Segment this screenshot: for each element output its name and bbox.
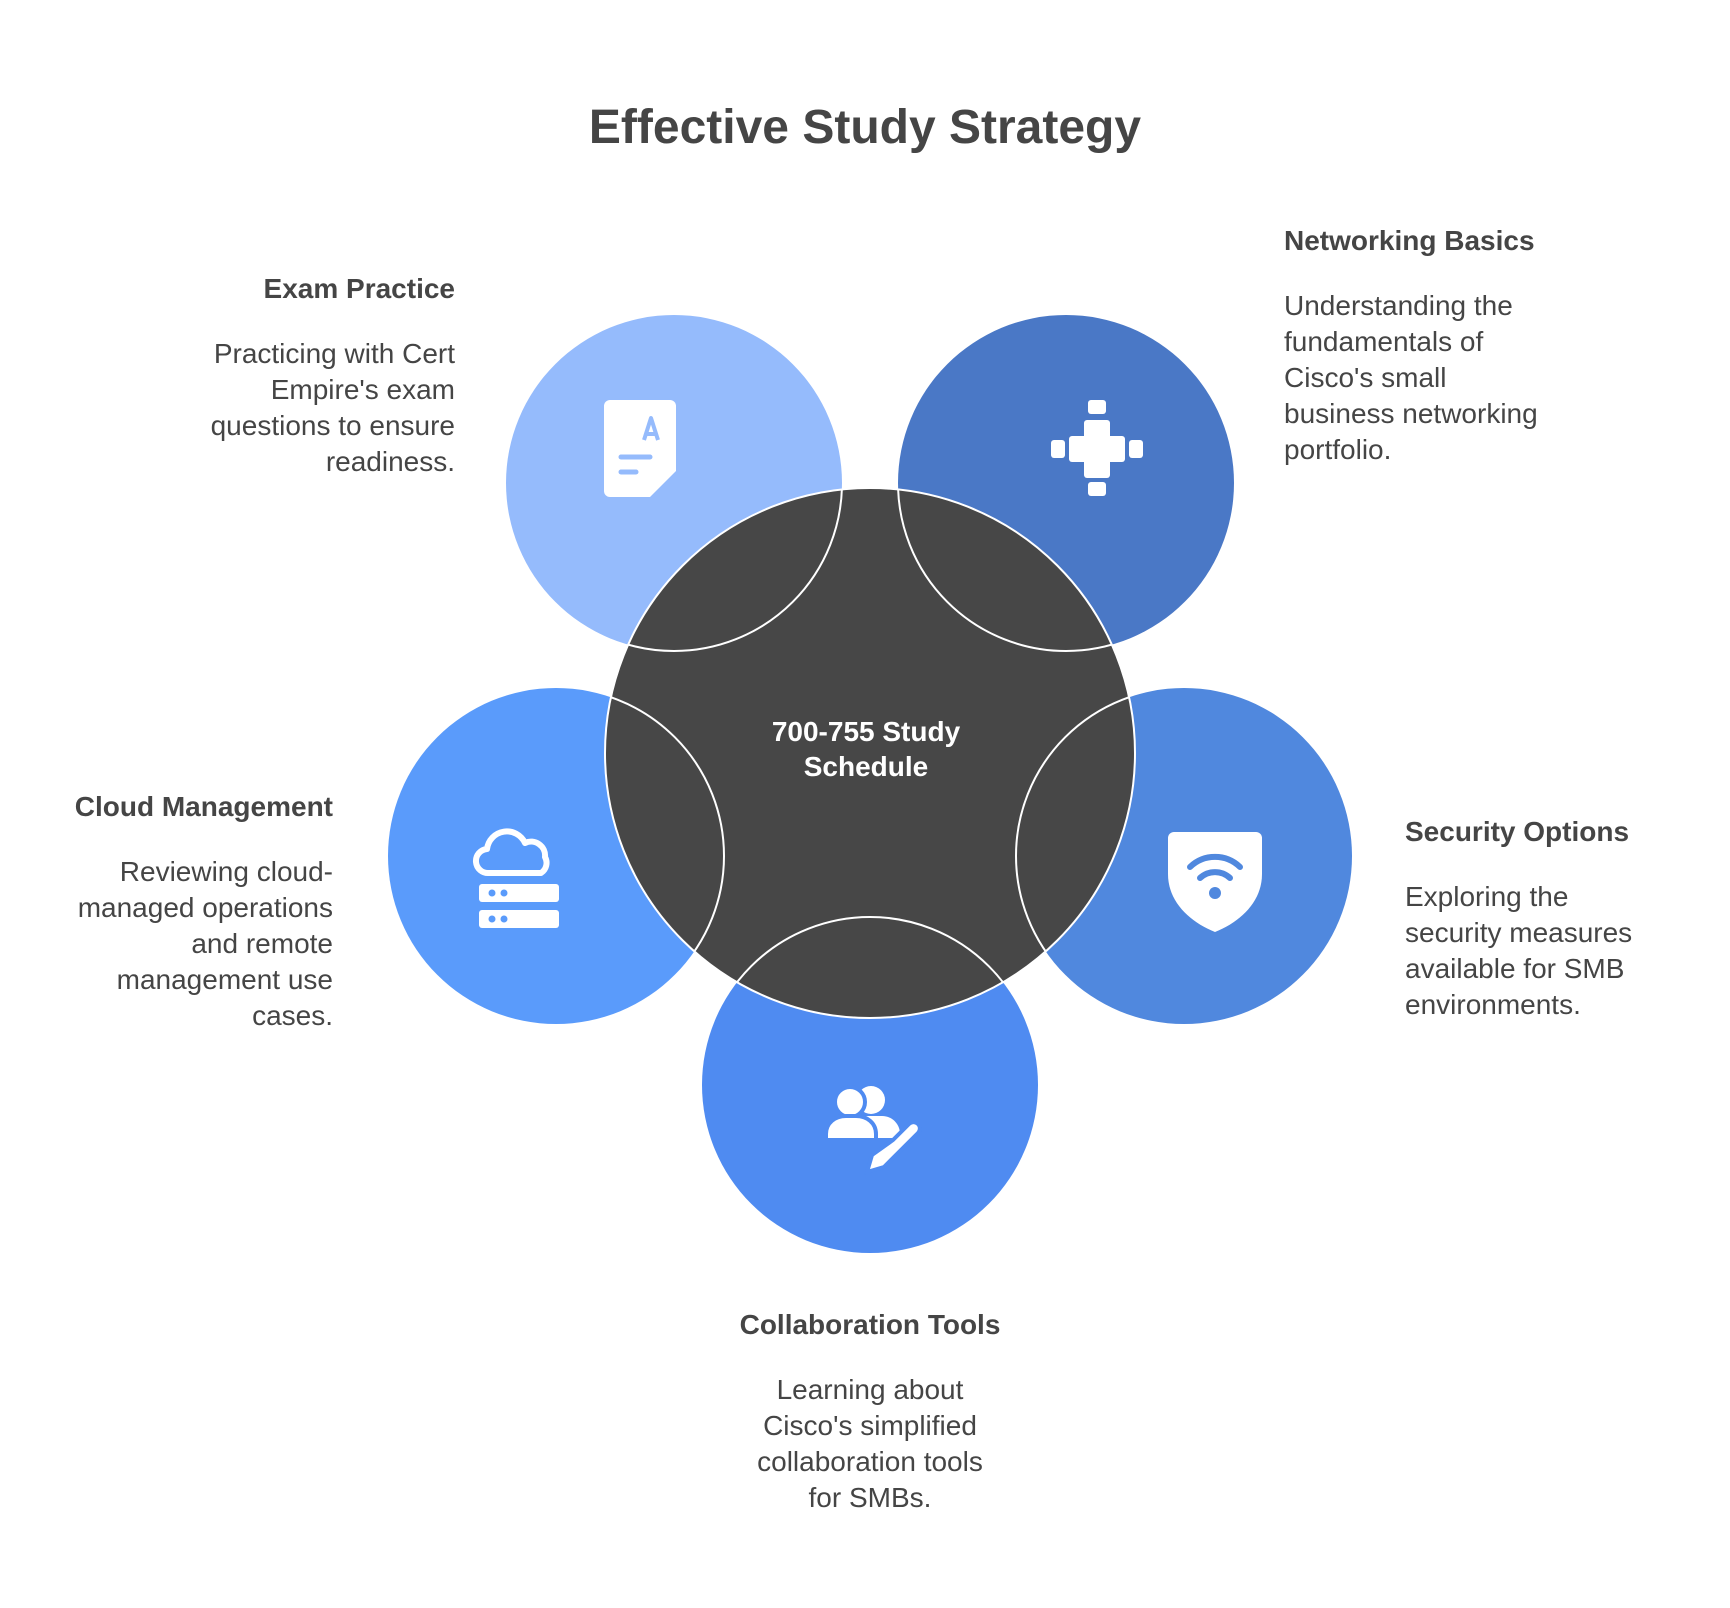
security-options-label: Security Options Exploring the security …: [1405, 815, 1690, 1023]
cloud-management-desc-line: management use: [116, 964, 333, 995]
exam-practice-desc-line: questions to ensure: [210, 410, 455, 441]
center-circle: [605, 488, 1135, 1018]
collaboration-tools-desc-line: Learning about: [776, 1374, 964, 1405]
collaboration-tools-description: Learning about Cisco's simplified collab…: [720, 1372, 1020, 1516]
network-nodes-icon: [1051, 400, 1143, 496]
security-options-description: Exploring the security measures availabl…: [1405, 879, 1690, 1023]
center-label-line1: 700-755 Study: [772, 716, 961, 747]
networking-basics-desc-line: fundamentals of: [1284, 326, 1484, 357]
shield-wifi-icon: [1168, 832, 1262, 932]
security-options-desc-line: available for SMB: [1405, 953, 1625, 984]
page-title: Effective Study Strategy: [588, 101, 1142, 154]
networking-basics-desc-line: business networking: [1284, 398, 1538, 429]
exam-practice-label: Exam Practice Practicing with Cert Empir…: [100, 272, 455, 480]
security-options-desc-line: environments.: [1405, 989, 1581, 1020]
cloud-management-heading: Cloud Management: [74, 791, 333, 822]
networking-basics-overlap-outline: [897, 488, 1135, 652]
networking-basics-desc-line: Cisco's small: [1284, 362, 1447, 393]
cloud-management-desc-line: cases.: [252, 1000, 333, 1031]
collaboration-tools-label: Collaboration Tools Learning about Cisco…: [720, 1308, 1020, 1516]
exam-practice-description: Practicing with Cert Empire's exam quest…: [100, 336, 455, 480]
cloud-management-overlap-outline: [605, 687, 725, 1018]
center-label-line2: Schedule: [804, 751, 928, 782]
cloud-management-description: Reviewing cloud- managed operations and …: [40, 854, 333, 1034]
security-options-overlap-outline: [1015, 687, 1135, 1018]
exam-practice-desc-line: readiness.: [325, 446, 455, 477]
cloud-management-label: Cloud Management Reviewing cloud- manage…: [40, 790, 333, 1034]
networking-basics-label: Networking Basics Understanding the fund…: [1284, 224, 1584, 468]
users-edit-icon: [824, 1085, 922, 1175]
security-options-desc-line: Exploring the: [1405, 881, 1569, 912]
networking-basics-heading: Networking Basics: [1284, 225, 1535, 256]
networking-basics-desc-line: portfolio.: [1284, 434, 1392, 465]
cloud-server-icon: [473, 828, 559, 928]
collaboration-tools-desc-line: for SMBs.: [808, 1482, 932, 1513]
cloud-management-desc-line: Reviewing cloud-: [119, 856, 333, 887]
networking-basics-desc-line: Understanding the: [1284, 290, 1513, 321]
overlap-outlines: [604, 487, 1136, 1019]
exam-practice-heading: Exam Practice: [263, 273, 455, 304]
exam-practice-desc-line: Empire's exam: [270, 374, 455, 405]
collaboration-tools-desc-line: Cisco's simplified: [763, 1410, 977, 1441]
exam-practice-overlap-outline: [605, 488, 843, 652]
cloud-management-desc-line: managed operations: [77, 892, 333, 923]
collaboration-tools-desc-line: collaboration tools: [757, 1446, 983, 1477]
collaboration-tools-heading: Collaboration Tools: [739, 1309, 1001, 1340]
networking-basics-description: Understanding the fundamentals of Cisco'…: [1284, 288, 1584, 468]
document-letter-a-icon: [604, 400, 676, 497]
exam-practice-desc-line: Practicing with Cert: [213, 338, 455, 369]
collaboration-tools-overlap-outline: [701, 916, 1039, 1018]
cloud-management-desc-line: and remote: [191, 928, 333, 959]
security-options-desc-line: security measures: [1405, 917, 1633, 948]
center-circle-outline: [604, 487, 1136, 1019]
security-options-heading: Security Options: [1405, 816, 1630, 847]
